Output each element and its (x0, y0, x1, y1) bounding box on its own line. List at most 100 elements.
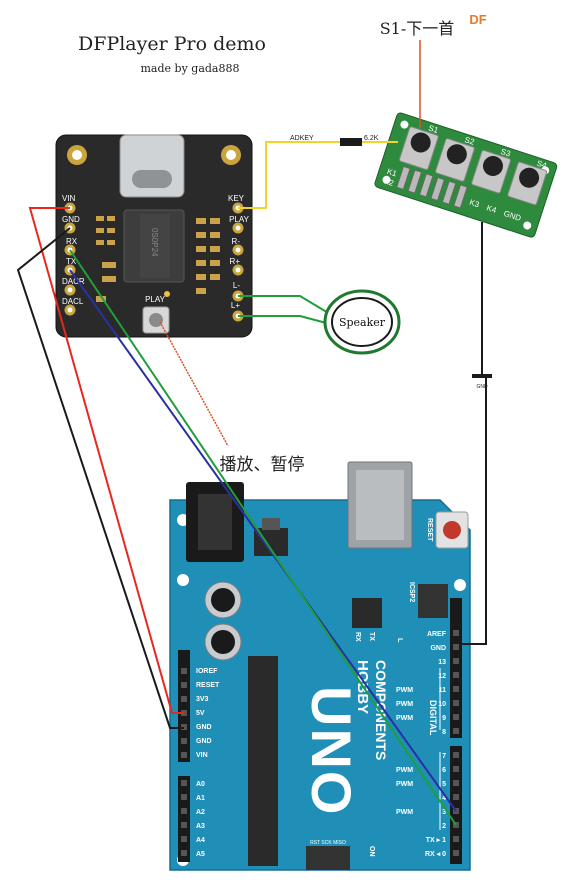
wire-yellow-key (238, 141, 340, 209)
pin-5v-label: 5V (196, 710, 205, 717)
key-s2-label: S2 (463, 135, 476, 147)
pin-dacl-label: DACL (62, 297, 84, 306)
arduino-uno-board: RESET ICSP2 RX TX L HOBBY COMPONENTS UNO… (169, 461, 471, 880)
pin-gnd1-label: GND (196, 724, 212, 731)
pin-vin-label: VIN (196, 752, 208, 759)
keypad-k2-label: K2 (383, 176, 396, 188)
pin-dacr-label: DACR (62, 277, 85, 286)
pin-0-label: RX ◂ 0 (425, 851, 446, 858)
pwm-9-label: PWM (396, 715, 413, 722)
icsp-header (306, 846, 350, 870)
gnd-small-label: GND (476, 384, 488, 390)
speaker (323, 289, 401, 355)
uno-logo: UNO (300, 686, 363, 816)
pin-key-label: KEY (228, 194, 245, 203)
atmega-chip (248, 656, 278, 866)
pwm-10-label: PWM (396, 701, 413, 708)
pin-12-label: 12 (438, 673, 446, 680)
pin-2-label: 2 (442, 823, 446, 830)
pin-r-plus-label: R+ (230, 257, 241, 266)
pin-a1-label: A1 (196, 795, 205, 802)
pin-8-label: 8 (442, 729, 446, 736)
pin-l-minus-label: L- (233, 281, 240, 290)
rx-led-label: RX (354, 632, 361, 642)
l-led-label: L (396, 638, 403, 643)
df-badge: DF (469, 12, 486, 27)
button-caption: S1-下一首 (380, 19, 455, 38)
key-s4-label: S4 (536, 159, 549, 171)
play-caption: 播放、暂停 (220, 455, 305, 475)
power-header: IOREF RESET 3V3 5V GND GND VIN (178, 650, 220, 762)
icsp-top-label: RST SCK MISO (310, 840, 346, 846)
resistor (340, 138, 362, 146)
chip-marking: 0S0P24 (150, 228, 159, 257)
pin-rx-label: RX (66, 237, 78, 246)
pin-1-label: TX ▸ 1 (426, 837, 446, 844)
wire-speaker-l-minus (238, 295, 331, 315)
pin-a0-label: A0 (196, 781, 205, 788)
pin-3-label: 3 (442, 809, 446, 816)
pin-a5-label: A5 (196, 851, 205, 858)
keypad-module: S1 S2 S3 S4 K1 K2 K3 K4 GND (374, 112, 558, 238)
pin-play-label: PLAY (229, 215, 250, 224)
pin-gnd2-label: GND (196, 738, 212, 745)
tx-led-label: TX (368, 632, 375, 641)
pin-11-label: 11 (439, 687, 447, 694)
pin-3v3-label: 3V3 (196, 696, 209, 703)
pin-r-minus-label: R- (232, 237, 241, 246)
key-s3-label: S3 (500, 147, 513, 159)
pin-a4-label: A4 (196, 837, 205, 844)
led (164, 291, 170, 297)
pin-9-label: 9 (442, 715, 446, 722)
digital-label: DIGITAL (428, 700, 438, 736)
pin-4-label: 4 (442, 795, 446, 802)
pwm-5-label: PWM (396, 781, 413, 788)
play-label: PLAY (145, 295, 166, 304)
keypad-k4-label: K4 (485, 203, 498, 215)
pin-vin-label: VIN (62, 194, 76, 203)
icsp2-header (418, 584, 448, 618)
pin-gnd-label: GND (62, 215, 80, 224)
wire-red-vin-5v (28, 207, 184, 714)
keypad-k1-label: K1 (386, 167, 399, 179)
icsp2-label: ICSP2 (408, 582, 415, 602)
play-pointer (159, 321, 229, 447)
pin-reset-label: RESET (196, 682, 220, 689)
pin-7-label: 7 (442, 753, 446, 760)
analog-header: A0 A1 A2 A3 A4 A5 (178, 776, 205, 862)
pin-l-plus-label: L+ (231, 301, 240, 310)
brand-line2: COMPONENTS (373, 660, 389, 760)
pin-10-label: 10 (438, 701, 446, 708)
pin-a2-label: A2 (196, 809, 205, 816)
pwm-6-label: PWM (396, 767, 413, 774)
wire-green-tx (69, 249, 457, 826)
on-label: ON (368, 846, 375, 857)
diagram-subtitle: made by gada888 (141, 62, 240, 75)
pin-6-label: 6 (442, 767, 446, 774)
wire-black-gnd-gnd (16, 227, 184, 729)
wire-blue-rx (69, 269, 457, 812)
reset-label: RESET (426, 518, 433, 542)
dfplayer-pro-module: 0S0P24 PLAY VIN GND RX TX DACR DA (55, 134, 253, 338)
keypad-k3-label: K3 (468, 198, 481, 210)
speaker-label: Speaker (339, 316, 386, 329)
pwm-11-label: PWM (396, 687, 413, 694)
pin-tx-label: TX (66, 257, 77, 266)
right-pin-header: KEY PLAY R- R+ L- L+ (228, 194, 250, 322)
digital-header-top: AREF GND 13 12 11 10 9 8 PWM PWM PWM (396, 598, 462, 738)
pin-aref-label: AREF (427, 631, 447, 638)
wire-speaker-l-plus (238, 315, 331, 325)
pin-a3-label: A3 (196, 823, 205, 830)
pwm-3-label: PWM (396, 809, 413, 816)
resistor-name: ADKEY (290, 135, 314, 142)
resistor-value: 6.2K (364, 135, 379, 142)
pin-5-label: 5 (442, 781, 446, 788)
digital-header-bottom: 7 6 5 4 3 2 TX ▸ 1 RX ◂ 0 PWM PWM PWM (396, 746, 462, 864)
diagram-title: DFPlayer Pro demo (78, 33, 266, 55)
pin-13-label: 13 (438, 659, 446, 666)
pin-gnd-top-label: GND (430, 645, 446, 652)
key-s1-label: S1 (427, 123, 440, 135)
pin-ioref-label: IOREF (196, 668, 218, 675)
